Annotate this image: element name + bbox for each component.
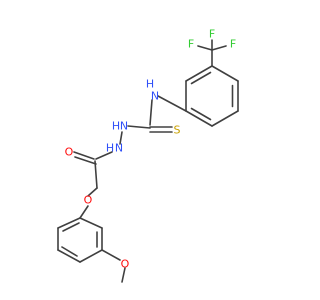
- bond-nh-c: [149, 99, 153, 126]
- carbonyl-oxygen-label: O: [65, 146, 74, 159]
- bond-ring-ome: [101, 249, 121, 261]
- amine-h-label: H: [146, 78, 154, 91]
- bond-ring1-3: [211, 110, 239, 127]
- bond-carbonyl-ch2: [94, 160, 98, 189]
- hydrazine-n2-h-label: H: [106, 142, 114, 155]
- fluorine-left-label: F: [188, 38, 194, 51]
- bond-ring1-4: [185, 110, 213, 127]
- fluorine-right-label: F: [230, 38, 236, 51]
- bond-ring2-inner-b: [61, 246, 78, 257]
- molecule-structure: F F F H N S H N H N O O O: [57, 28, 239, 283]
- atom-label-layer: F F F H N S H N H N O O O: [65, 28, 237, 271]
- bond-layer: [57, 39, 239, 283]
- bond-ring2-inner-c: [62, 222, 80, 232]
- bond-c-f-right: [211, 45, 227, 51]
- amine-n-label: N: [151, 90, 159, 103]
- hydrazine-n2-label: N: [115, 142, 123, 155]
- bond-ring1-inner-b: [190, 107, 212, 121]
- bond-o-methyl: [121, 267, 126, 283]
- bond-ring2-1: [79, 217, 103, 229]
- bond-ring1-6: [185, 65, 213, 82]
- bond-ring-nh: [157, 95, 187, 112]
- bond-c-hydrazine: [127, 125, 151, 129]
- ether-oxygen-label: O: [84, 194, 93, 207]
- bond-ring1-inner-c: [190, 71, 212, 85]
- bond-ring1-1: [211, 65, 239, 82]
- bond-ch2-o: [87, 187, 98, 197]
- bond-o-ring: [79, 205, 89, 219]
- bond-c-o-2: [74, 156, 97, 165]
- bond-hydrazine: [119, 131, 123, 145]
- methoxy-oxygen-label: O: [121, 258, 130, 271]
- bond-ring2-6: [57, 217, 81, 229]
- fluorine-top-label: F: [209, 28, 215, 41]
- hydrazine-n1-h-label: H: [112, 120, 120, 133]
- bond-ring2-3: [79, 249, 103, 263]
- hydrazine-n1-label: N: [120, 120, 128, 133]
- bond-ring2-4: [57, 249, 81, 263]
- bond-c-o-1: [73, 151, 95, 160]
- bond-hydrazine-carbonyl: [95, 151, 113, 160]
- bond-c-f-left: [197, 45, 213, 51]
- sulfur-label: S: [174, 124, 181, 137]
